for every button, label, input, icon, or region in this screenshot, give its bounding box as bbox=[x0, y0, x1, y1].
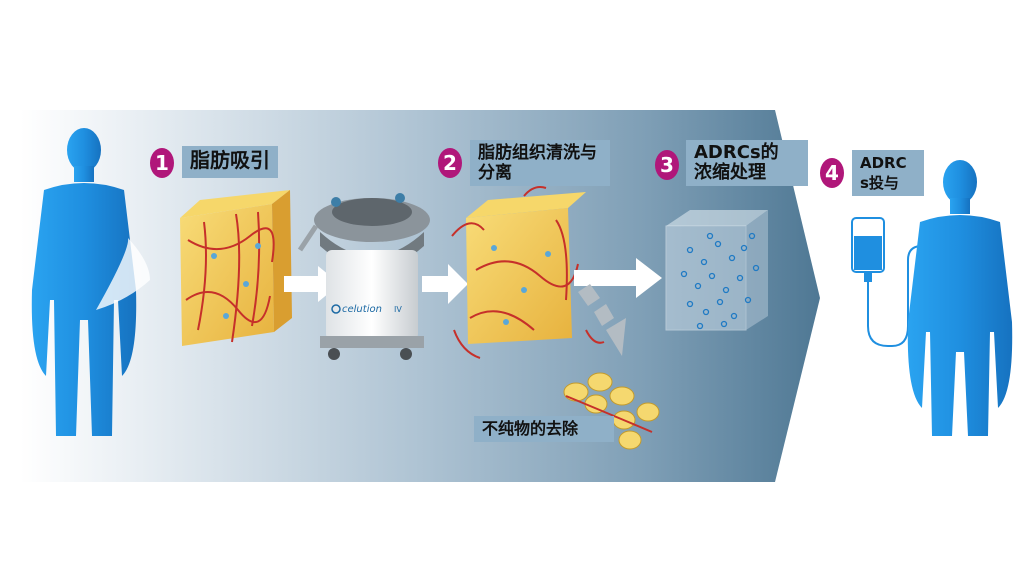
step-label-3: ADRCs的 浓缩处理 bbox=[686, 140, 808, 186]
impurity-arrow bbox=[578, 284, 626, 356]
patient-right-icon bbox=[907, 160, 1013, 436]
step-badge-1: 1 bbox=[150, 148, 174, 178]
flow-arrow-3 bbox=[574, 258, 662, 298]
step-badge-4: 4 bbox=[820, 158, 844, 188]
step-label-4: ADRC s投与 bbox=[852, 150, 924, 196]
fat-tissue-cube-2 bbox=[451, 186, 605, 359]
celution-device: celution IV bbox=[297, 193, 430, 360]
step-label-1: 脂肪吸引 bbox=[182, 146, 278, 178]
flow-arrow-2 bbox=[422, 264, 468, 304]
suction-swoosh bbox=[96, 238, 150, 310]
patient-left-icon bbox=[31, 128, 137, 436]
step-badge-3: 3 bbox=[655, 150, 679, 180]
impurity-cluster bbox=[563, 372, 660, 450]
step-label-2: 脂肪组织清洗与 分离 bbox=[470, 140, 610, 186]
step-badge-2: 2 bbox=[438, 148, 462, 178]
impurity-label: 不纯物的去除 bbox=[474, 416, 614, 442]
iv-bag-icon bbox=[851, 217, 923, 347]
fat-tissue-cube-1 bbox=[180, 190, 292, 346]
adrc-cube bbox=[665, 210, 768, 331]
device-model: IV bbox=[394, 305, 402, 314]
device-brand: celution bbox=[342, 304, 382, 315]
